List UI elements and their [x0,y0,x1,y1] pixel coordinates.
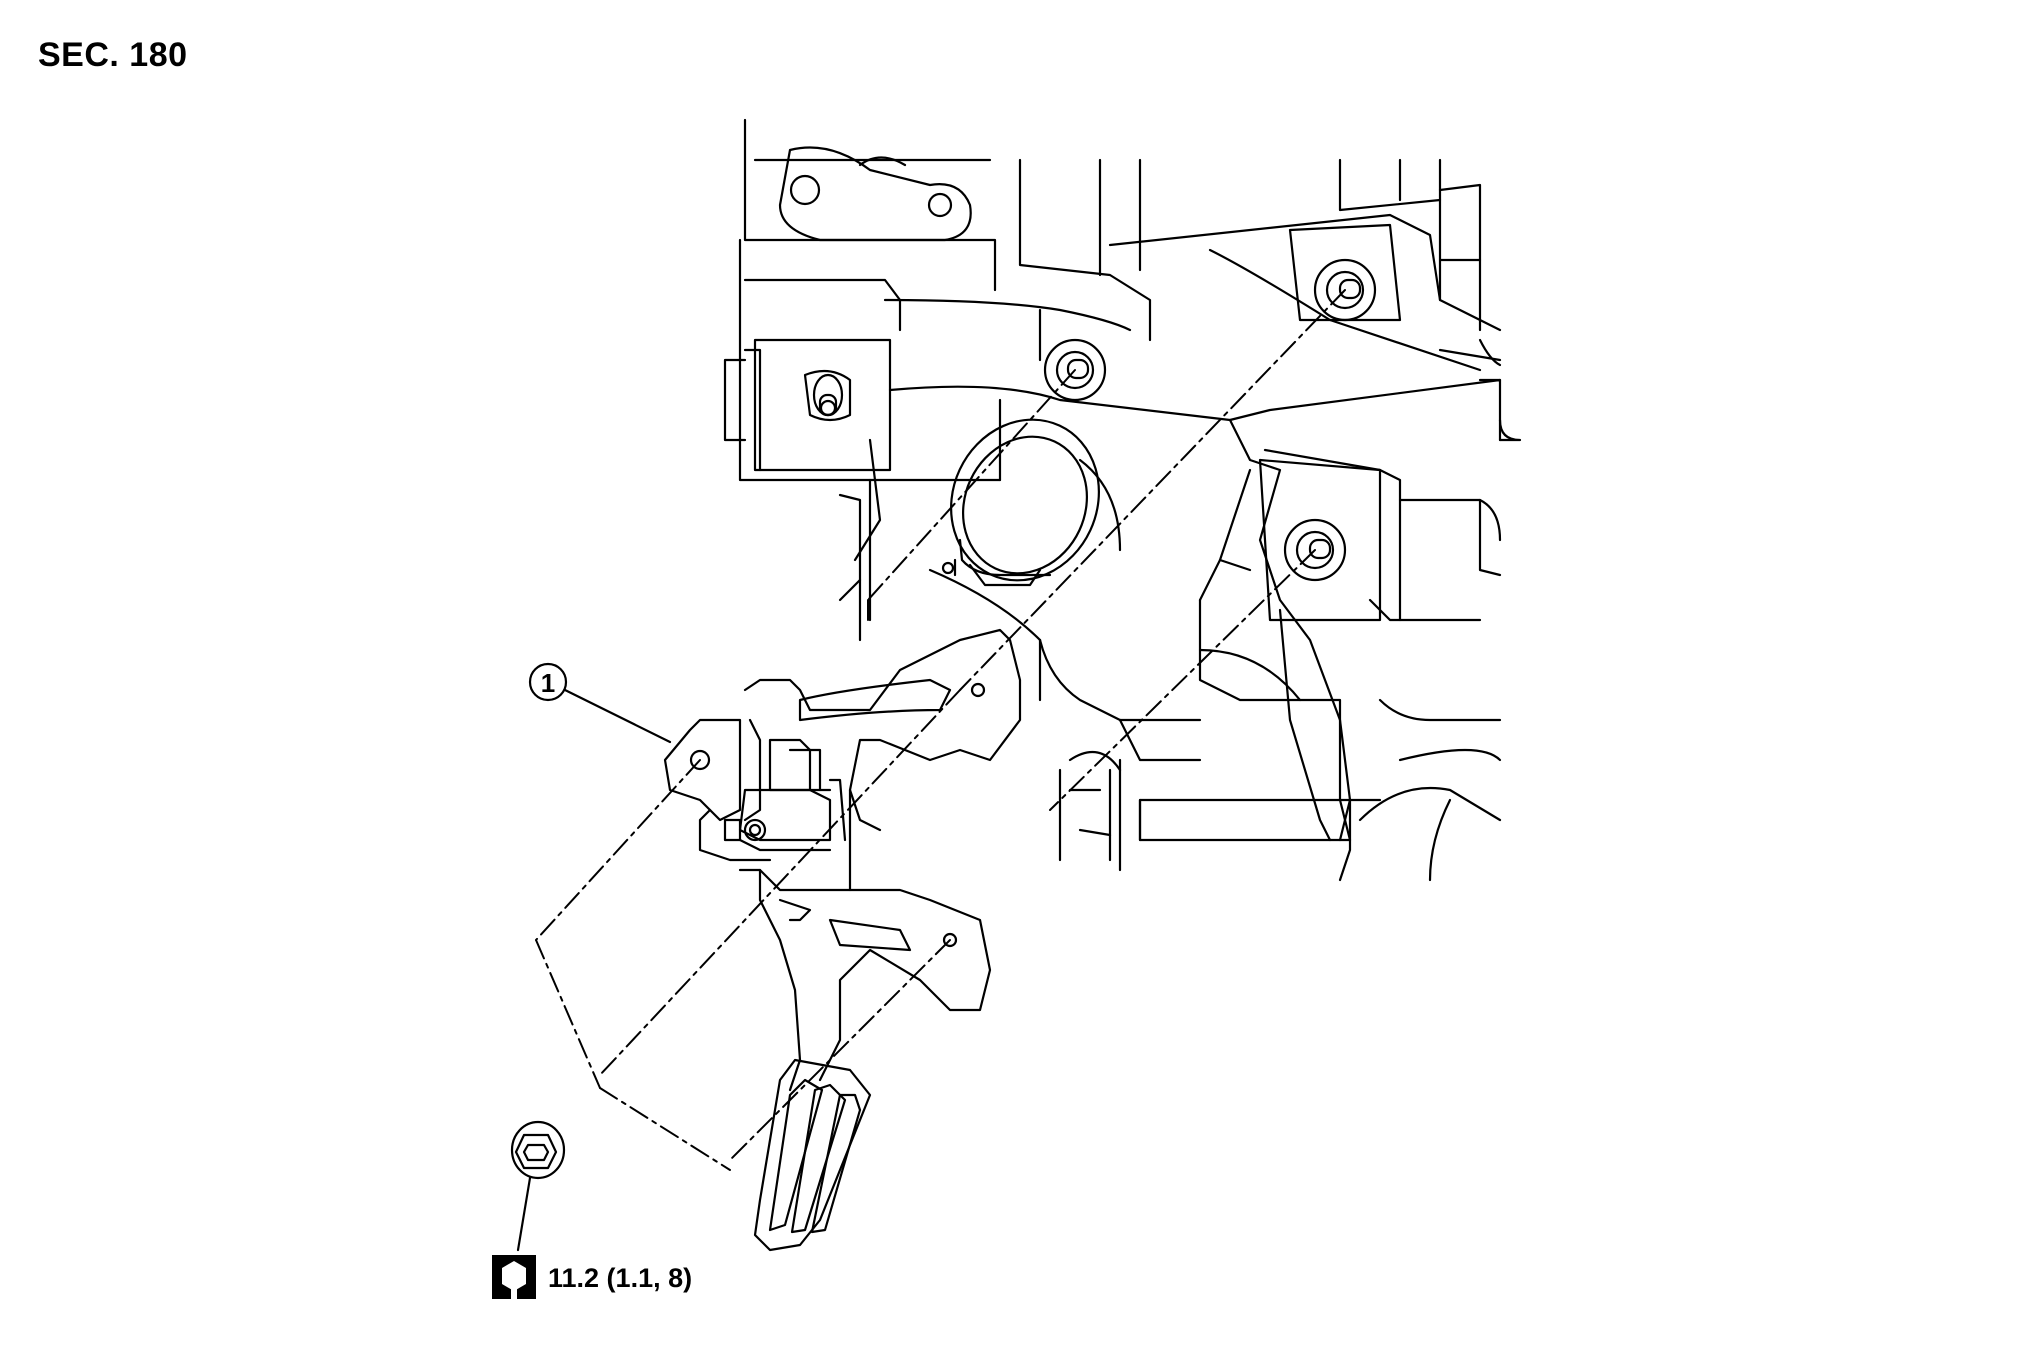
torque-spec: 11.2 (1.1, 8) [492,1255,692,1299]
torque-leader-line [516,1176,532,1252]
mounting-stud-lower-right [1283,518,1347,582]
mounting-stud-center [1038,308,1107,402]
mounting-nut [510,1120,566,1180]
callout-number: 1 [541,668,555,698]
dash-panel-structure [723,118,1522,882]
accelerator-pedal-pad [753,1058,872,1252]
accelerator-pedal-assembly [663,628,1022,1252]
section-label: SEC. 180 [38,36,188,74]
torque-wrench-icon [492,1255,536,1299]
callout-leader-line [563,688,672,744]
mounting-stud-left [803,369,852,422]
alignment-dashed-lines [535,289,1346,1171]
torque-value: 11.2 (1.1, 8) [548,1263,692,1293]
steering-column-opening [941,418,1122,587]
mounting-stud-upper-right [1313,258,1377,322]
callout-1: 1 [528,662,672,744]
